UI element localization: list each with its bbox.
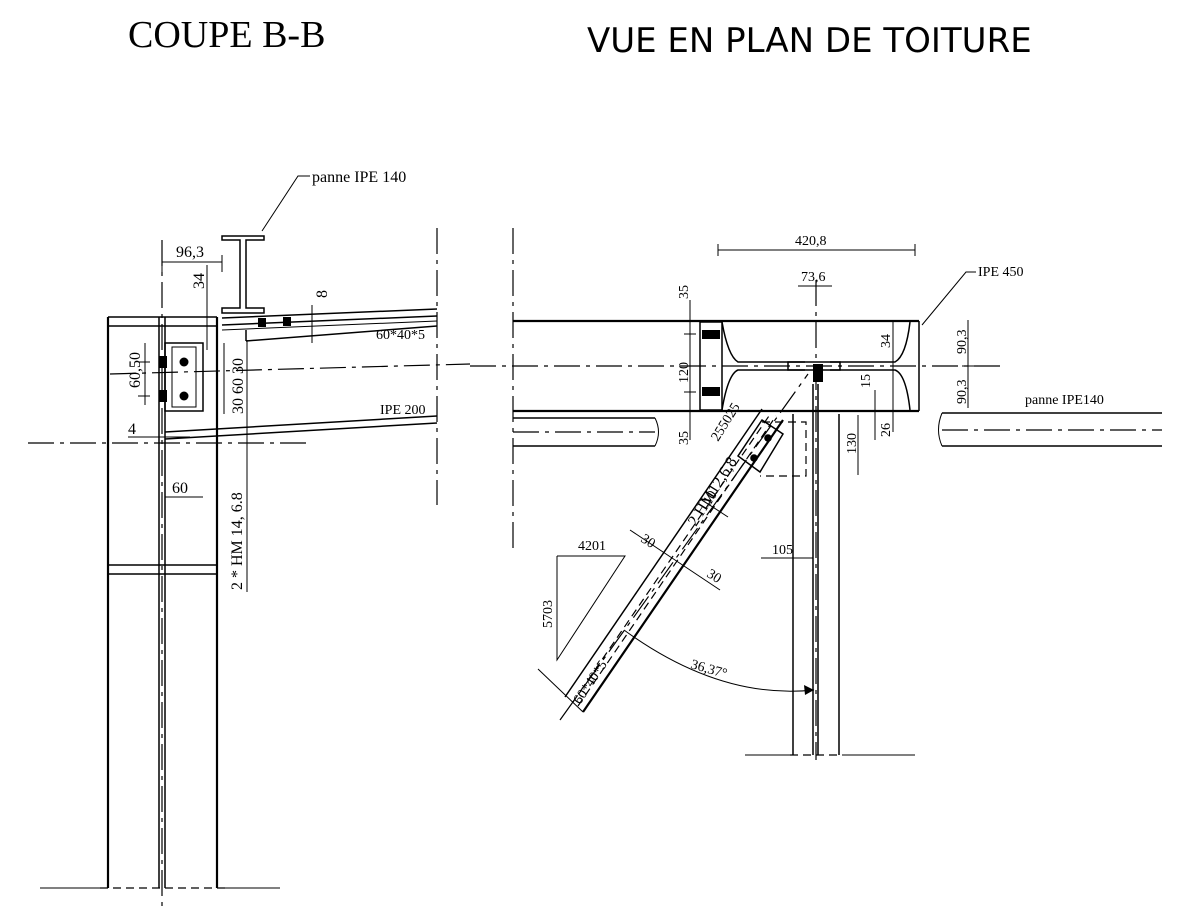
ipe200-label: IPE 200 xyxy=(380,403,426,418)
bolt-2 xyxy=(179,391,189,401)
dim-4: 4 xyxy=(128,421,136,438)
rafter-bolt-1 xyxy=(258,318,266,327)
dim-30-b: 30 xyxy=(704,567,724,587)
purlin-ipe140-section xyxy=(221,235,265,314)
dim-35-bottom: 35 xyxy=(677,431,692,445)
bolts-label: 2 * HM 14, 6.8 xyxy=(229,492,246,590)
end-plate xyxy=(699,321,723,411)
dim-35-top: 35 xyxy=(677,285,692,299)
slope-horizontal: 4201 xyxy=(578,539,606,554)
axis-rafter xyxy=(109,363,471,375)
slope-triangle xyxy=(556,555,626,662)
dim-90-3-top: 90,3 xyxy=(955,330,970,355)
rafter-angle-line xyxy=(221,320,438,331)
ipe450-web-fillet-br xyxy=(830,369,911,411)
dim-90-3-bottom: 90,3 xyxy=(955,380,970,405)
ipe450-web-fillet-bl xyxy=(721,369,805,411)
rafter-bolt-2 xyxy=(283,317,291,326)
dim-255025: 255025 xyxy=(709,401,744,445)
gusset-weld xyxy=(813,364,823,382)
rafter-top-flange-2 xyxy=(221,315,438,326)
dim-26: 26 xyxy=(879,423,894,437)
dim-60: 60 xyxy=(172,480,188,497)
plan-bolt-2 xyxy=(702,387,720,396)
dim-30-line xyxy=(629,529,721,591)
dim-120: 120 xyxy=(677,362,692,383)
rafter-top-flange xyxy=(221,308,438,319)
weld-2 xyxy=(159,390,167,402)
roof-plan-view: panne IPE140 4201 5703 36,37° 2 HM12,6,8 xyxy=(470,228,1162,760)
dim-34: 34 xyxy=(191,273,208,289)
slope-vertical: 5703 xyxy=(541,600,556,628)
dim-73-6: 73,6 xyxy=(801,270,826,285)
ipe450-label: IPE 450 xyxy=(978,265,1024,280)
section-bb-view: 96,3 34 8 60*40*5 60,50 30 60 30 IPE 200… xyxy=(28,169,471,910)
brace-left-edge xyxy=(564,408,763,698)
dim-420-8: 420,8 xyxy=(795,234,827,249)
dim-130: 130 xyxy=(845,433,860,454)
ipe450-leader xyxy=(921,271,976,326)
dim-96-3: 96,3 xyxy=(176,244,204,261)
dim-34-plan: 34 xyxy=(879,334,894,348)
brace-axis xyxy=(559,373,809,721)
title-coupe-bb: COUPE B-B xyxy=(128,14,325,56)
ipe450-web-fillet-tr xyxy=(830,321,911,363)
angle-arc xyxy=(623,629,815,692)
hidden-plate xyxy=(760,421,807,477)
purlin-leader xyxy=(261,175,310,232)
purlin-label: panne IPE 140 xyxy=(312,169,406,186)
purlin-left-break xyxy=(654,417,659,447)
dim-60-50: 60,50 xyxy=(127,352,144,388)
brace-right-edge xyxy=(582,419,784,713)
bolt-1 xyxy=(179,357,189,367)
plan-bolt-1 xyxy=(702,330,720,339)
brace-bolt-1 xyxy=(764,434,772,442)
plan-purlin-label: panne IPE140 xyxy=(1025,393,1104,408)
ipe450-web-fillet-tl xyxy=(721,321,805,363)
angle-profile-label: 60*40*5 xyxy=(376,328,425,343)
rafter-angle-bottom xyxy=(245,325,438,342)
brace-end-cut xyxy=(537,668,584,713)
ipe200-bottom-line xyxy=(164,422,438,440)
ipe200-top-line xyxy=(164,415,438,433)
dim-10: 10 xyxy=(701,488,721,508)
weld-1 xyxy=(159,356,167,368)
head-plate-inner xyxy=(171,346,197,408)
dim-15: 15 xyxy=(859,374,874,388)
dim-105: 105 xyxy=(772,543,793,558)
angle-label: 36,37° xyxy=(689,657,729,682)
dim-30-60-30: 30 60 30 xyxy=(230,358,247,414)
title-vue-en-plan: VUE EN PLAN DE TOITURE xyxy=(587,21,1032,61)
brace-bolt-2 xyxy=(750,454,758,462)
purlin-right-break xyxy=(938,412,943,447)
brace-end-plate xyxy=(736,418,785,474)
dim-8: 8 xyxy=(314,290,331,298)
head-plate xyxy=(164,342,204,412)
